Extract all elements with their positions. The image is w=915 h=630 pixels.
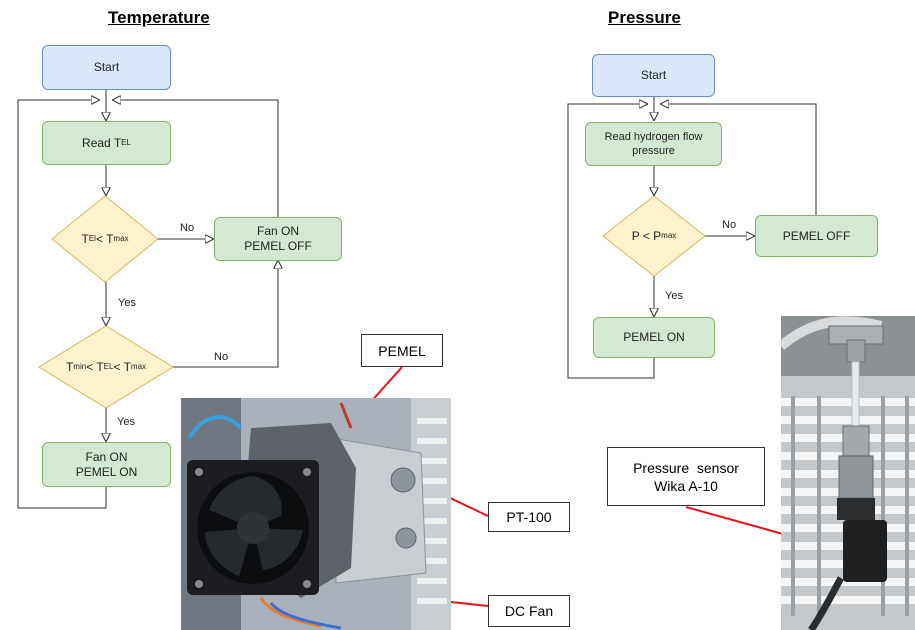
press-edge-off-loop [661, 104, 817, 215]
pressure-sensor-photo-svg [781, 316, 915, 630]
temp-fan-on-node: Fan ON PEMEL ON [42, 442, 171, 487]
pressure-title: Pressure [608, 8, 681, 27]
press-on-node: PEMEL ON [593, 317, 715, 358]
press-read-node: Read hydrogen flow pressure [585, 122, 722, 166]
temp-fan-off-node: Fan ON PEMEL OFF [214, 217, 342, 261]
pressure-sensor-callout: Pressure sensor Wika A-10 [607, 447, 765, 506]
press-edge-on-loop [567, 104, 655, 379]
dcfan-callout: DC Fan [488, 595, 570, 627]
pemel-photo [181, 398, 451, 630]
temp-decision-1-shape [51, 195, 159, 283]
temperature-title: Temperature [108, 8, 210, 27]
press-start-node: Start [592, 54, 715, 97]
press-yes-label: Yes [665, 290, 683, 302]
pemel-photo-svg [181, 398, 451, 630]
temp-yes-label-2: Yes [117, 416, 135, 428]
temp-no-label-1: No [180, 222, 195, 234]
temp-no-label-2: No [214, 351, 229, 363]
temp-yes-label-1: Yes [118, 297, 136, 309]
temp-edge-fanoff-loop [113, 100, 279, 217]
temp-start-node: Start [42, 45, 171, 90]
temp-edge-d2-fanoff [173, 261, 278, 368]
pemel-callout: PEMEL [361, 334, 443, 367]
press-off-node: PEMEL OFF [755, 215, 878, 257]
pt100-callout: PT-100 [488, 502, 570, 532]
press-no-label: No [722, 219, 737, 231]
pressure-sensor-photo [781, 316, 915, 630]
temp-edge-fanon-loop [17, 100, 107, 509]
temp-read-label: Read T [82, 135, 122, 150]
